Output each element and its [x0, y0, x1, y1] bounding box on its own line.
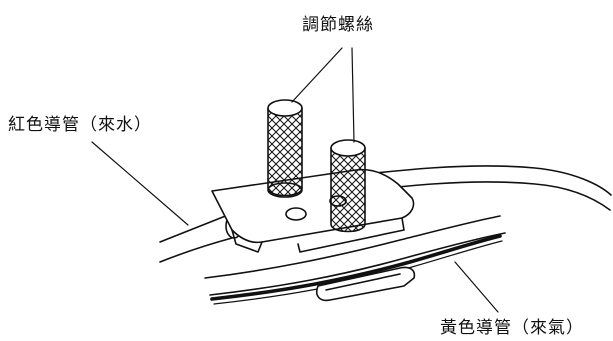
- leader-yellow-tube: [454, 261, 499, 313]
- clamp-bottom-plate: [315, 266, 416, 302]
- label-yellow-tube: 黃色導管（來氣）: [440, 318, 584, 338]
- adjust-screw-left: [267, 99, 303, 198]
- leader-screw-right: [351, 47, 355, 143]
- label-adjust-screws: 調節螺絲: [302, 15, 374, 35]
- tube-lower: [204, 215, 506, 296]
- label-red-tube: 紅色導管（來水）: [8, 115, 152, 135]
- clamp-top-plate: [211, 168, 415, 253]
- leader-red-tube: [91, 141, 189, 226]
- leader-screw-left: [291, 47, 343, 103]
- adjust-screw-right: [330, 139, 366, 233]
